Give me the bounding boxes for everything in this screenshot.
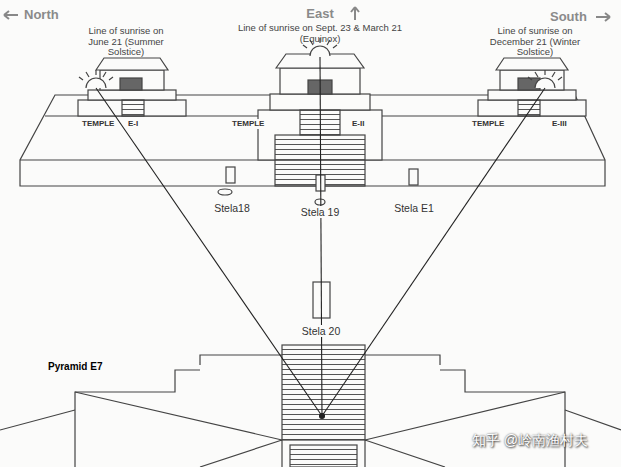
stela-label: Stela E1 (392, 202, 436, 214)
direction-label: East (306, 7, 333, 22)
temple-label: E-I (126, 119, 140, 128)
stela-label: Stela 19 (299, 206, 342, 218)
sunrise-note: Line of sunrise on December 21 (Winter S… (489, 26, 581, 59)
temple-label: TEMPLE (230, 119, 266, 128)
pyramid-label: Pyramid E7 (48, 361, 102, 373)
sightline (96, 57, 545, 419)
temple-label: TEMPLE (470, 119, 506, 128)
temple-label: E-III (550, 119, 569, 128)
direction-label: South (550, 10, 587, 25)
pyramid-drawing (0, 345, 621, 467)
temple-label: E-II (350, 119, 366, 128)
temple-label: TEMPLE (80, 119, 116, 128)
watermark: 知乎 @岭南渔村夫 (472, 432, 588, 448)
temple-drawing (78, 58, 186, 116)
sunrise-note: Line of sunrise on June 21 (Summer Solst… (80, 26, 172, 59)
direction-label: North (24, 8, 59, 23)
stela-drawing (218, 167, 418, 318)
stela-label: Stela18 (212, 202, 252, 214)
plaza-platform (4, 7, 610, 186)
stela-label: Stela 20 (300, 325, 343, 337)
sunrise-note: Line of sunrise on Sept. 23 & March 21 (… (235, 23, 405, 45)
